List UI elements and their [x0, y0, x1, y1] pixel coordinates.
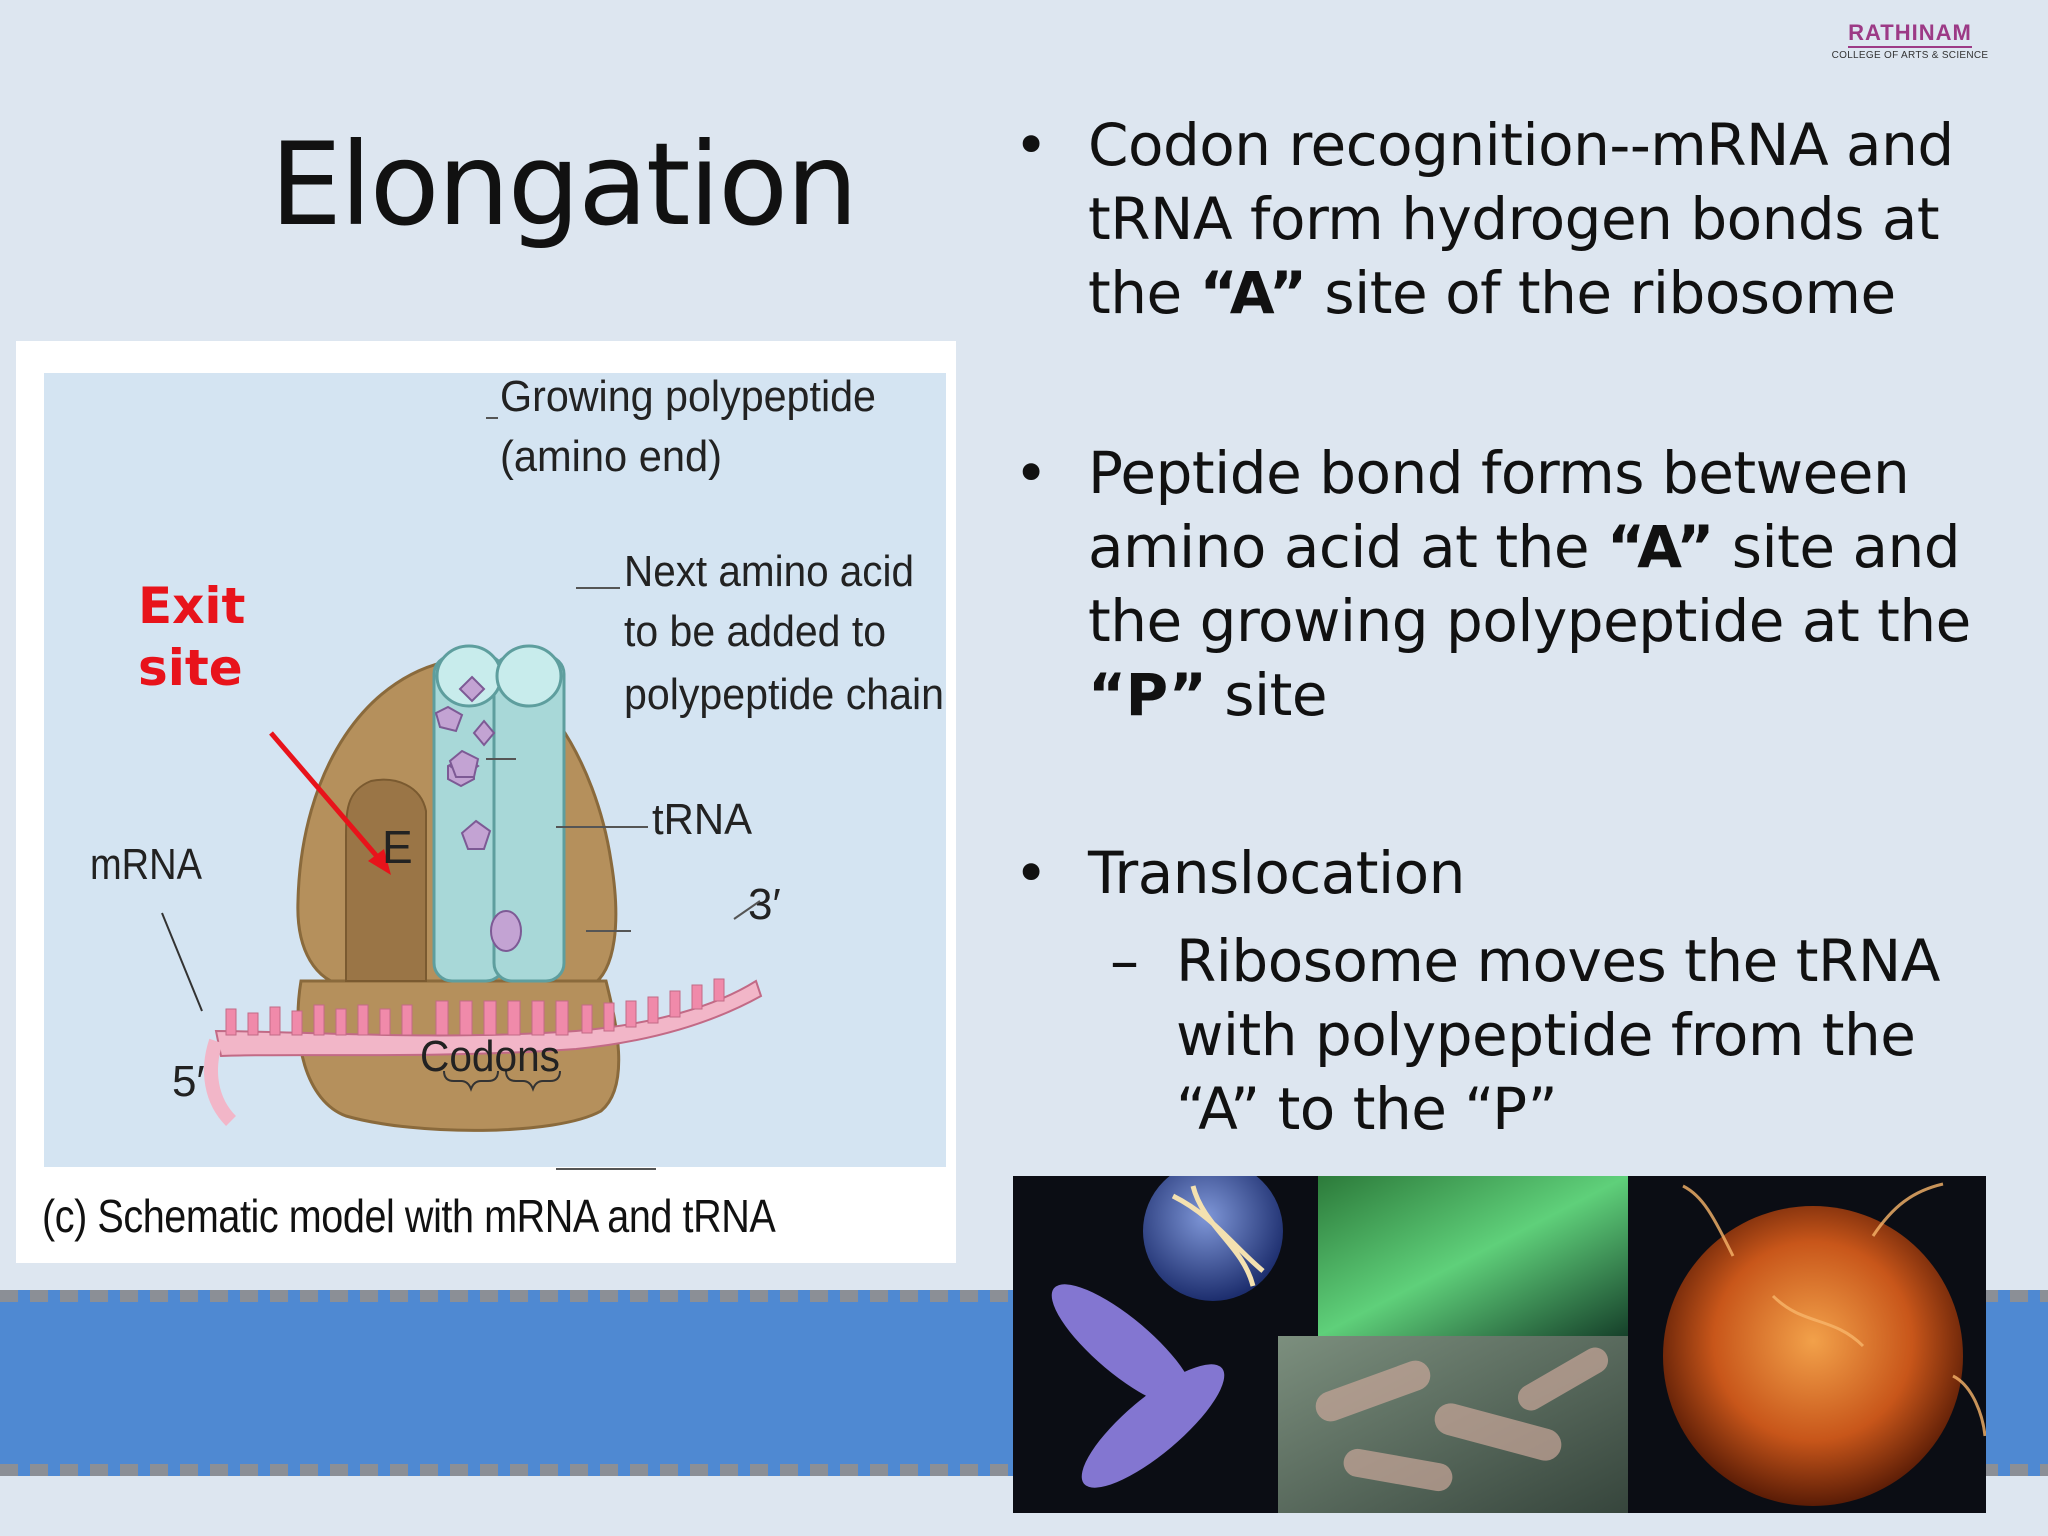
- bullet-dot: •: [1014, 839, 1048, 907]
- bullet-dot: •: [1014, 439, 1048, 507]
- bullet-dot: •: [1014, 111, 1048, 179]
- bullet-peptide-bond: •Peptide bond forms between amino acid a…: [1000, 436, 1971, 732]
- leader-mrna-local: [161, 912, 203, 1012]
- label-growing-polypeptide: Growing polypeptide: [500, 372, 876, 421]
- logo-subtitle: COLLEGE OF ARTS & SCIENCE: [1831, 50, 1989, 61]
- label-next-2: to be added to: [624, 607, 886, 656]
- label-trna: tRNA: [652, 795, 753, 844]
- college-logo: RATHINAM COLLEGE OF ARTS & SCIENCE: [1830, 20, 1990, 61]
- mrna-bases: [225, 978, 725, 1036]
- leader-3-local: [733, 900, 761, 920]
- label-next-1: Next amino acid: [624, 547, 914, 596]
- bullet-codon-recognition: •Codon recognition--mRNA and tRNA form h…: [1000, 108, 1954, 330]
- exit-arrow-head: [368, 849, 391, 875]
- sub-bullet-dash: –: [1110, 927, 1139, 995]
- label-e-site: E: [382, 821, 413, 873]
- figure-caption: (c) Schematic model with mRNA and tRNA: [42, 1190, 776, 1242]
- label-next-3: polypeptide chain: [624, 670, 944, 719]
- label-5-prime: 5′: [172, 1057, 205, 1106]
- chromosome: [1051, 1284, 1225, 1488]
- label-exit: Exit: [138, 577, 245, 635]
- mrna-strand: [214, 979, 763, 1058]
- e-site-pocket: [345, 778, 427, 982]
- dna-helix: [1171, 1185, 1265, 1287]
- label-3-prime: 3′: [748, 880, 781, 929]
- label-mrna: mRNA: [90, 840, 203, 889]
- label-codons: Codons: [420, 1032, 560, 1081]
- codon-bracket-p: [443, 1070, 499, 1092]
- slide-title: Elongation: [270, 118, 858, 251]
- label-site: site: [138, 639, 243, 697]
- logo-name: RATHINAM: [1848, 20, 1972, 48]
- bacteria-rods: [1315, 1347, 1609, 1492]
- amino-chain: [448, 749, 492, 850]
- trna-a-top: [495, 644, 563, 708]
- label-amino-end: (amino end): [500, 432, 722, 481]
- green-cells-image: [1318, 1176, 1628, 1336]
- orange-cell-tendrils: [1682, 1182, 1986, 1437]
- ribosome-diagram: Growing polypeptide (amino end) Next ami…: [90, 372, 944, 1170]
- mrna-tail: [204, 1038, 237, 1126]
- orange-cell: [1663, 1206, 1963, 1506]
- cell-images-collage: [1013, 1176, 1986, 1513]
- bullet-translocation: •Translocation –Ribosome moves the tRNA …: [1000, 836, 1940, 1146]
- codon-bracket-a: [505, 1070, 561, 1092]
- ribosome-figure: Growing polypeptide (amino end) Next ami…: [16, 341, 956, 1263]
- exit-arrow-line: [269, 731, 383, 863]
- sub-bullet-ribosome-moves: –Ribosome moves the tRNA: [1000, 924, 1940, 998]
